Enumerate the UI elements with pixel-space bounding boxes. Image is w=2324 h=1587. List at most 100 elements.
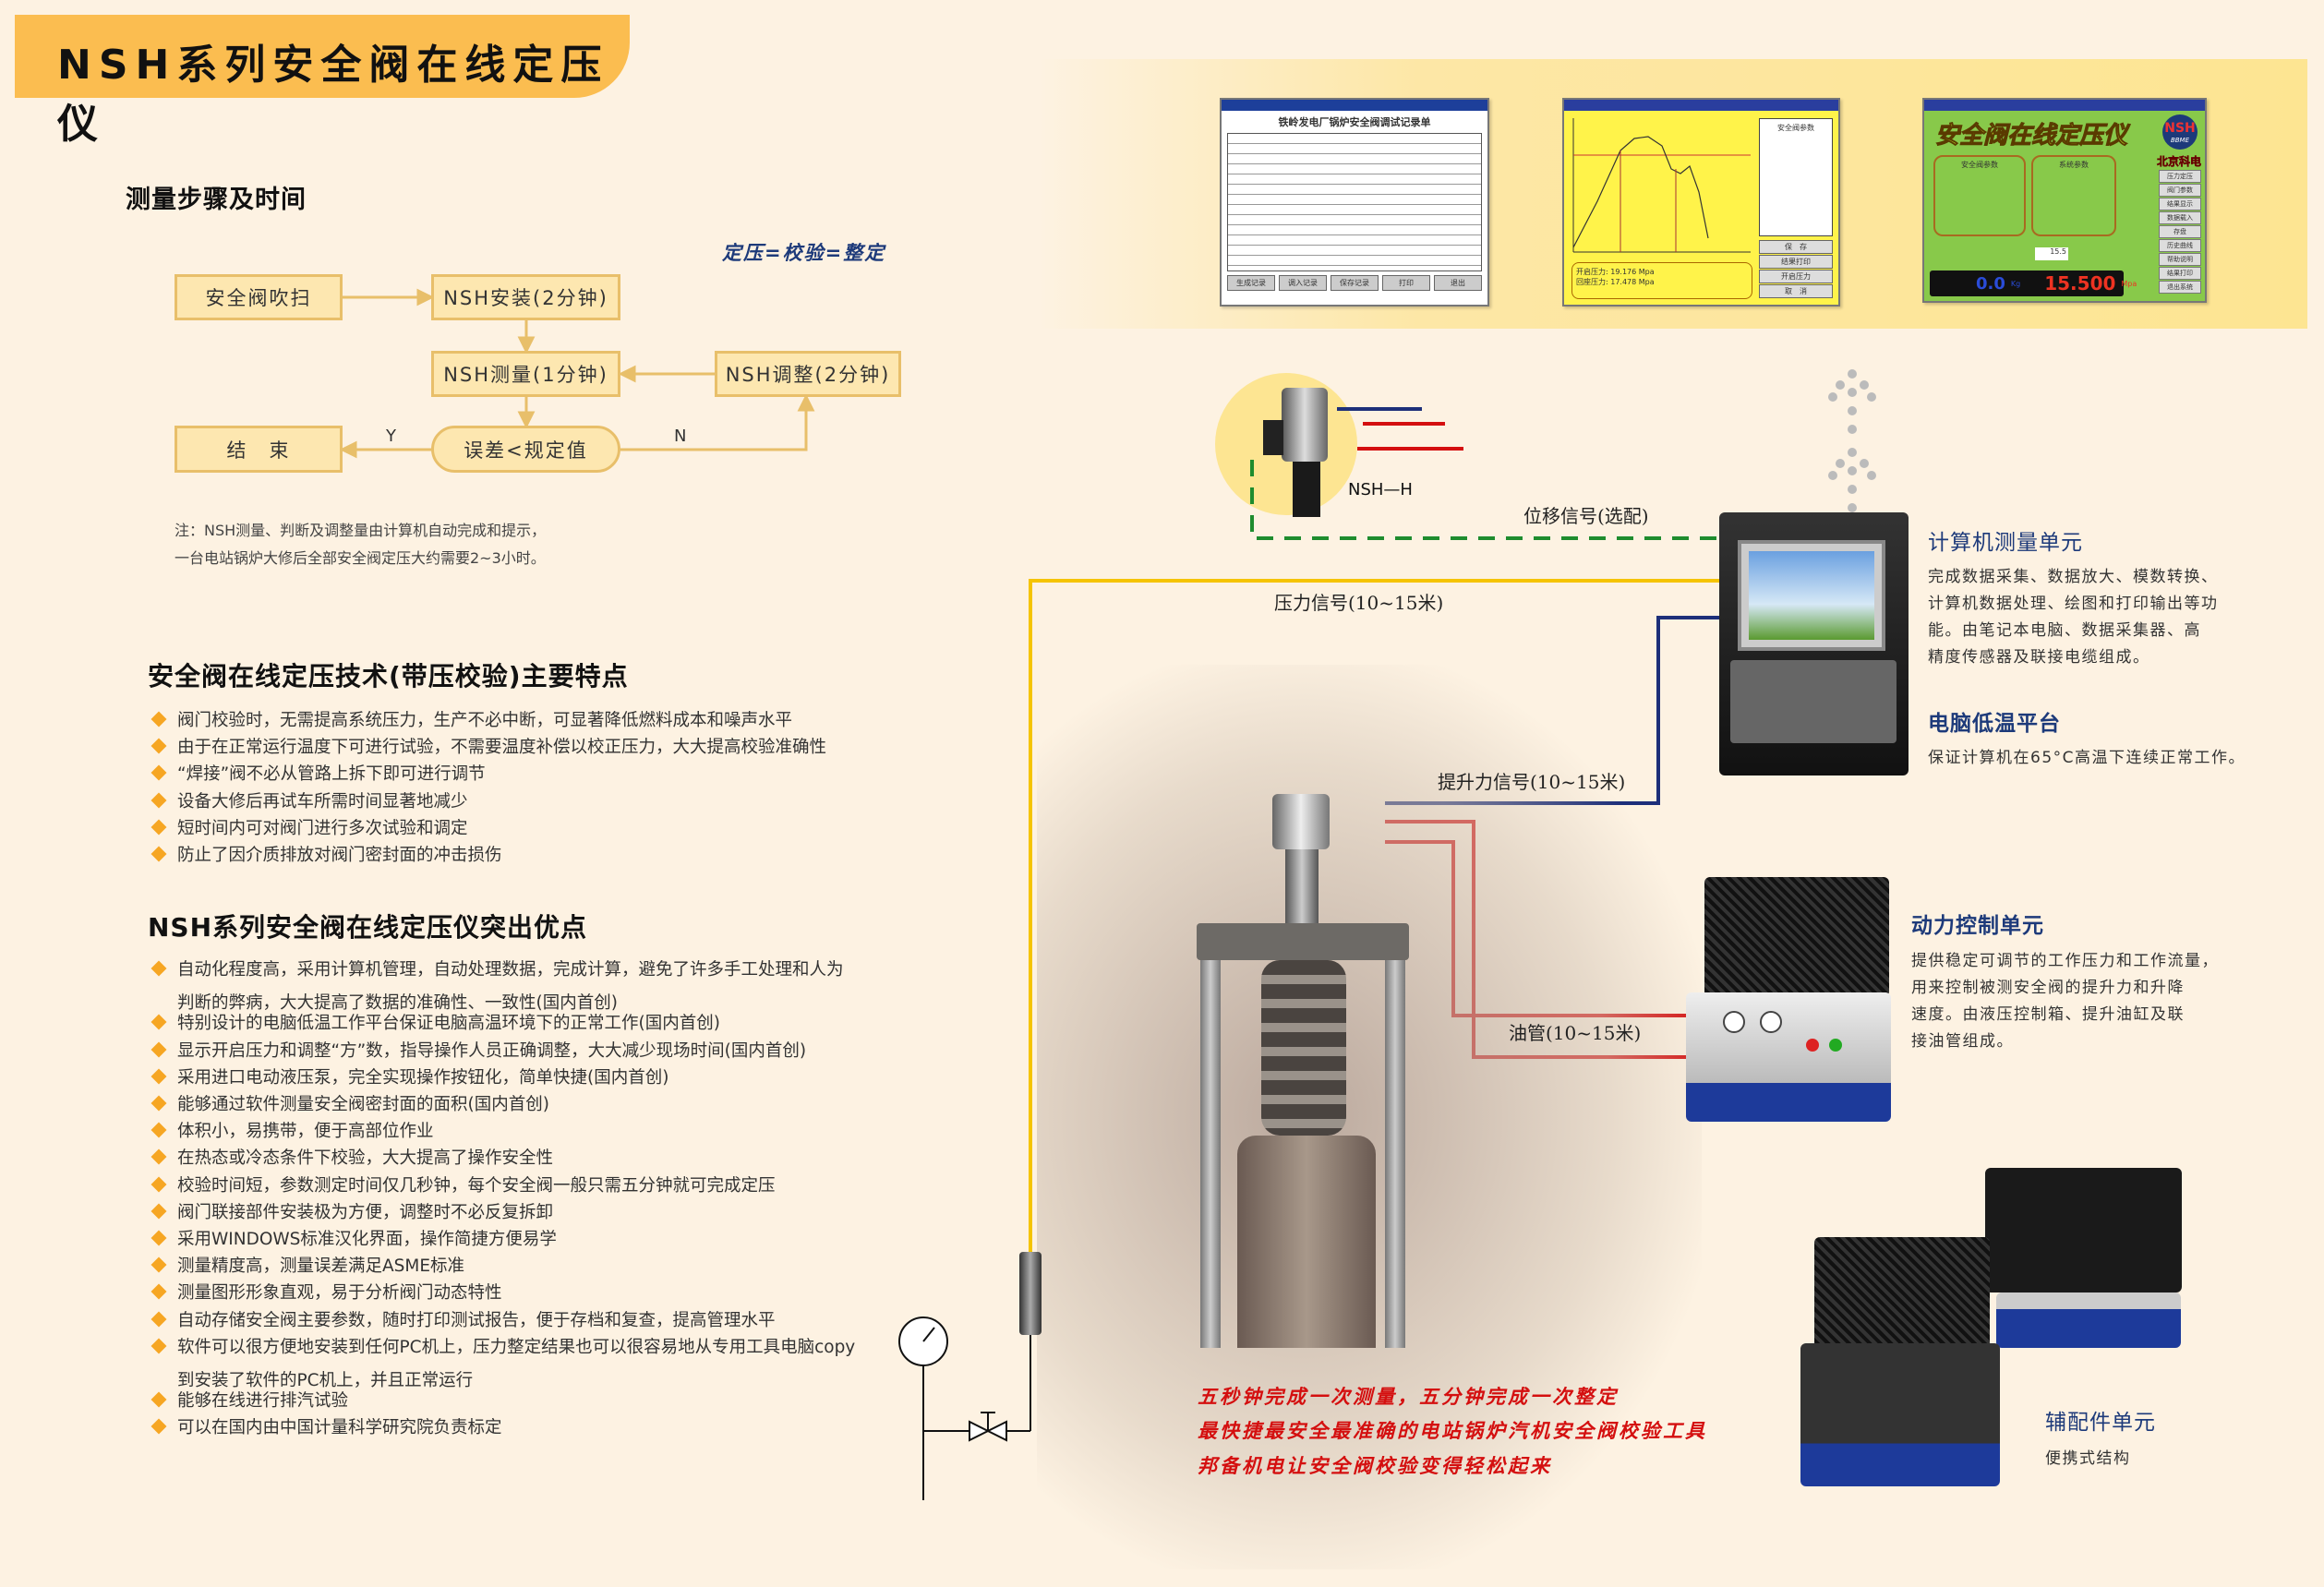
displacement-signal-label: 位移信号(选配)	[1523, 505, 1649, 527]
pressure-readout: 15.500	[2044, 272, 2116, 295]
pressure-wire	[1029, 579, 1719, 1252]
slogan-1: 五秒钟完成一次测量，五分钟完成一次整定	[1198, 1386, 1619, 1408]
title-banner: NSH系列安全阀在线定压仪	[15, 15, 630, 148]
desc-line: 计算机数据处理、绘图和打印输出等功	[1928, 595, 2219, 613]
valve-column-right	[1385, 960, 1405, 1348]
report-button[interactable]: 退出	[1434, 275, 1482, 291]
unit-power-desc: 提供稳定可调节的工作压力和工作流量，用来控制被测安全阀的提升力和升降速度。由液压…	[1911, 948, 2219, 1055]
report-button[interactable]: 生成记录	[1227, 275, 1275, 291]
advantage-item: 显示开启压力和调整“方”数，指导操作人员正确调整，大大减少现场时间(国内首创)	[151, 1038, 807, 1062]
report-button[interactable]: 打印	[1382, 275, 1430, 291]
curve-button[interactable]: 开启压力	[1759, 270, 1833, 283]
tool-case-base	[1800, 1343, 2000, 1486]
report-screenshot: 铁岭发电厂锅炉安全阀调试记录单 生成记录调入记录保存记录打印退出	[1220, 98, 1489, 307]
nsh-h-base	[1293, 462, 1320, 517]
advantage-item: 自动化程度高，采用计算机管理，自动处理数据，完成计算，避免了许多手工处理和人为判…	[151, 956, 844, 1014]
report-button[interactable]: 保存记录	[1331, 275, 1379, 291]
curve-button[interactable]: 取 消	[1759, 284, 1833, 298]
nsh-h-device	[1282, 388, 1328, 462]
valve-icon	[969, 1420, 991, 1442]
advantage-item: 可以在国内由中国计量科学研究院负责标定	[151, 1414, 502, 1438]
advantage-text: 测量精度高，测量误差满足ASME标准	[177, 1256, 465, 1277]
laptop-screen	[1749, 551, 1874, 640]
main-menu-button[interactable]: 结果显示	[2159, 198, 2201, 210]
flowchart-arrows	[339, 288, 815, 459]
main-menu-button[interactable]: 数据载入	[2159, 211, 2201, 224]
unit-computer-title: 计算机测量单元	[1928, 531, 2083, 555]
valve-spring	[1261, 960, 1346, 1136]
desc-line: 能。由笔记本电脑、数据采集器、高	[1928, 621, 2201, 640]
brand-label: BBME	[2170, 137, 2190, 144]
unit-accessory-title: 辅配件单元	[2045, 1411, 2156, 1435]
valve-stem	[1285, 849, 1319, 923]
advantage-item: 特别设计的电脑低温工作平台保证电脑高温环境下的正常工作(国内首创)	[151, 1010, 720, 1034]
panel-system: 系统参数	[2031, 155, 2116, 236]
desc-line: 接油管组成。	[1911, 1032, 2014, 1051]
main-menu-button[interactable]: 退出系统	[2159, 281, 2201, 294]
feature-text: 防止了因介质排放对阀门密封面的冲击损伤	[177, 846, 502, 865]
laptop-case	[1719, 512, 1909, 775]
set-value-input[interactable]: 15.5	[2035, 247, 2068, 260]
advantage-item: 能够通过软件测量安全阀密封面的面积(国内首创)	[151, 1091, 549, 1115]
advantage-item: 阀门联接部件安装极为方便，调整时不必反复拆卸	[151, 1199, 553, 1223]
report-button[interactable]: 调入记录	[1279, 275, 1327, 291]
advantage-item: 自动存储安全阀主要参数，随时打印测试报告，便于存档和复查，提高管理水平	[151, 1307, 776, 1331]
desc-line: 用来控制被测安全阀的提升力和升降	[1911, 979, 2185, 997]
feature-text: 由于在正常运行温度下可进行试验，不需要温度补偿以校正压力，大大提高校验准确性	[177, 738, 827, 758]
main-menu-button[interactable]: 帮助说明	[2159, 253, 2201, 266]
advantage-text: 软件可以很方便地安装到任何PC机上，压力整定结果也可以很容易地从专用工具电脑co…	[177, 1337, 856, 1357]
unit-computer-desc: 完成数据采集、数据放大、模数转换、计算机数据处理、绘图和打印输出等功能。由笔记本…	[1928, 564, 2219, 671]
valve-column-left	[1200, 960, 1221, 1348]
steps-note-1: 注：NSH测量、判断及调整量由计算机自动完成和提示，	[175, 522, 547, 539]
lift-cylinder	[1272, 794, 1330, 849]
desc-line: 速度。由液压控制箱、提升油缸及联	[1911, 1005, 2185, 1024]
advantage-item: 软件可以很方便地安装到任何PC机上，压力整定结果也可以很容易地从专用工具电脑co…	[151, 1334, 856, 1391]
advantage-text: 采用进口电动液压泵，完全实现操作按钮化，简单快捷(国内首创)	[177, 1067, 669, 1088]
flow-decision: 误差<规定值	[431, 426, 620, 473]
advantage-text: 显示开启压力和调整“方”数，指导操作人员正确调整，大大减少现场时间(国内首创)	[177, 1040, 807, 1061]
flow-step-measure: NSH测量(1分钟)	[431, 351, 620, 397]
steps-heading: 测量步骤及时间	[126, 186, 307, 214]
pressure-signal-label: 压力信号(10~15米)	[1274, 592, 1444, 614]
pressure-sensor	[1019, 1252, 1042, 1335]
feature-text: 设备大修后再试车所需时间显著地减少	[177, 791, 468, 812]
device-label: NSH—H	[1348, 480, 1413, 499]
lift-signal-label: 提升力信号(10~15米)	[1438, 771, 1626, 793]
main-menu-button[interactable]: 压力定压	[2159, 170, 2201, 183]
params-title: 安全阀参数	[1759, 118, 1833, 236]
equation-label: 定压=校验=整定	[722, 242, 886, 264]
advantage-text: 能够在线进行排汽试验	[177, 1391, 349, 1412]
hydraulic-control-box	[1686, 992, 1891, 1122]
valve-yoke	[1197, 923, 1409, 960]
steps-note-2: 一台电站锅炉大修后全部安全阀定压大约需要2~3小时。	[175, 549, 546, 567]
feature-item: 由于在正常运行温度下可进行试验，不需要温度补偿以校正压力，大大提高校验准确性	[151, 734, 827, 758]
report-title: 铁岭发电厂锅炉安全阀调试记录单	[1278, 116, 1431, 128]
main-menu-button[interactable]: 阀门参数	[2159, 184, 2201, 197]
up-arrow-dots	[1828, 369, 1876, 512]
advantage-text: 采用WINDOWS标准汉化界面，操作简捷方便易学	[177, 1230, 557, 1249]
main-menu-button[interactable]: 结果打印	[2159, 267, 2201, 280]
main-menu-button[interactable]: 存盘	[2159, 225, 2201, 238]
advantage-item: 采用WINDOWS标准汉化界面，操作简捷方便易学	[151, 1226, 557, 1250]
force-readout: 0.0	[1976, 273, 2005, 294]
advantage-text: 在热态或冷态条件下校验，大大提高了操作安全性	[177, 1148, 554, 1169]
main-menu-button[interactable]: 历史曲线	[2159, 239, 2201, 252]
displacement-wire	[1250, 460, 1719, 540]
curve-button[interactable]: 保 存	[1759, 240, 1833, 254]
oil-pipe-label: 油管(10~15米)	[1509, 1022, 1642, 1044]
curve-screenshot: 安全阀参数 保 存结果打印开启压力取 消 开启压力: 19.176 Mpa 回座…	[1562, 98, 1840, 307]
unit-accessory-desc: 便携式结构	[2045, 1449, 2131, 1468]
curve-button[interactable]: 结果打印	[1759, 255, 1833, 269]
desc-line: 精度传感器及联接电缆组成。	[1928, 648, 2150, 667]
yes-label: Y	[386, 427, 396, 446]
advantage-item: 测量图形形象直观，易于分析阀门动态特性	[151, 1280, 502, 1304]
feature-text: 阀门校验时，无需提高系统压力，生产不必中断，可显著降低燃料成本和噪声水平	[177, 711, 793, 730]
feature-item: 设备大修后再试车所需时间显著地减少	[151, 788, 468, 812]
nsh-h-motor	[1263, 420, 1283, 455]
valve-body	[1237, 1136, 1376, 1348]
advantage-item: 校验时间短，参数测定时间仅几秒钟，每个安全阀一般只需五分钟就可完成定压	[151, 1172, 776, 1196]
main-screenshot: 安全阀在线定压仪 NSH BBME 北京科电 安全阀参数 系统参数 0.0 Kg…	[1922, 98, 2207, 303]
advantage-text: 能够通过软件测量安全阀密封面的面积(国内首创)	[177, 1095, 549, 1114]
advantage-text: 测量图形形象直观，易于分析阀门动态特性	[177, 1283, 502, 1304]
pressure-unit: Mpa	[2121, 279, 2137, 288]
